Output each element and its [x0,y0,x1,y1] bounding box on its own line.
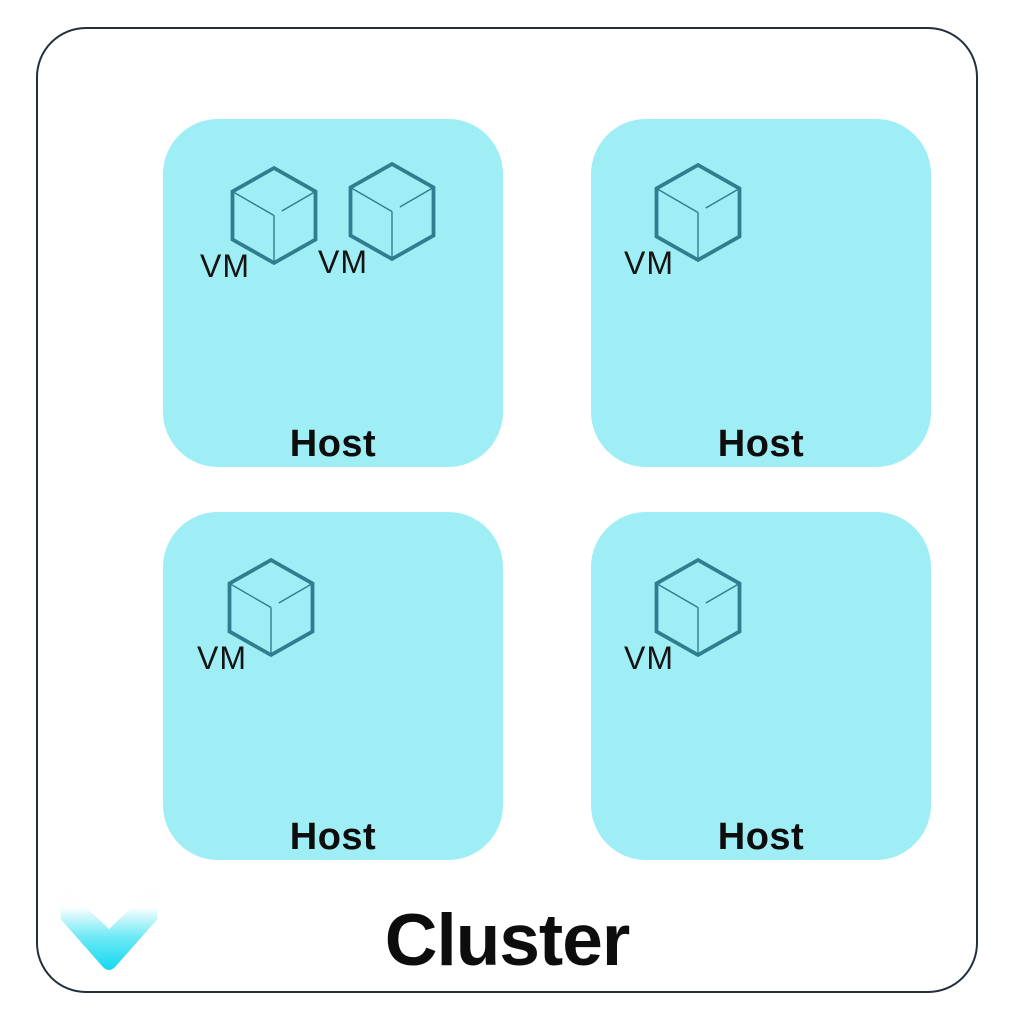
vm-unit: VM [624,557,774,674]
vm-unit: VM [318,161,468,278]
vm-cube-icon [348,161,436,262]
host-label: Host [717,423,805,465]
host-box-1: VM VM Host [163,119,503,467]
vm-unit: VM [200,165,350,282]
cluster-container: VM VM Host [36,27,978,993]
host-label: Host [289,423,377,465]
vm-label: VM [624,245,674,281]
vm-label: VM [200,248,250,284]
cluster-label: Cluster [384,900,631,981]
host-box-2: VM Host [591,119,931,467]
chevron-down-icon [60,882,158,970]
host-box-3: VM Host [163,512,503,860]
host-box-4: VM Host [591,512,931,860]
vm-label: VM [197,640,247,676]
vm-cube-icon [227,557,315,658]
vm-cube-icon [230,165,318,266]
host-label: Host [717,816,805,858]
vm-cube-icon [654,557,742,658]
vm-cube-icon [654,162,742,263]
vm-label: VM [624,640,674,676]
host-label: Host [289,816,377,858]
vm-label: VM [318,244,368,280]
vm-unit: VM [197,557,347,674]
vm-unit: VM [624,162,774,279]
